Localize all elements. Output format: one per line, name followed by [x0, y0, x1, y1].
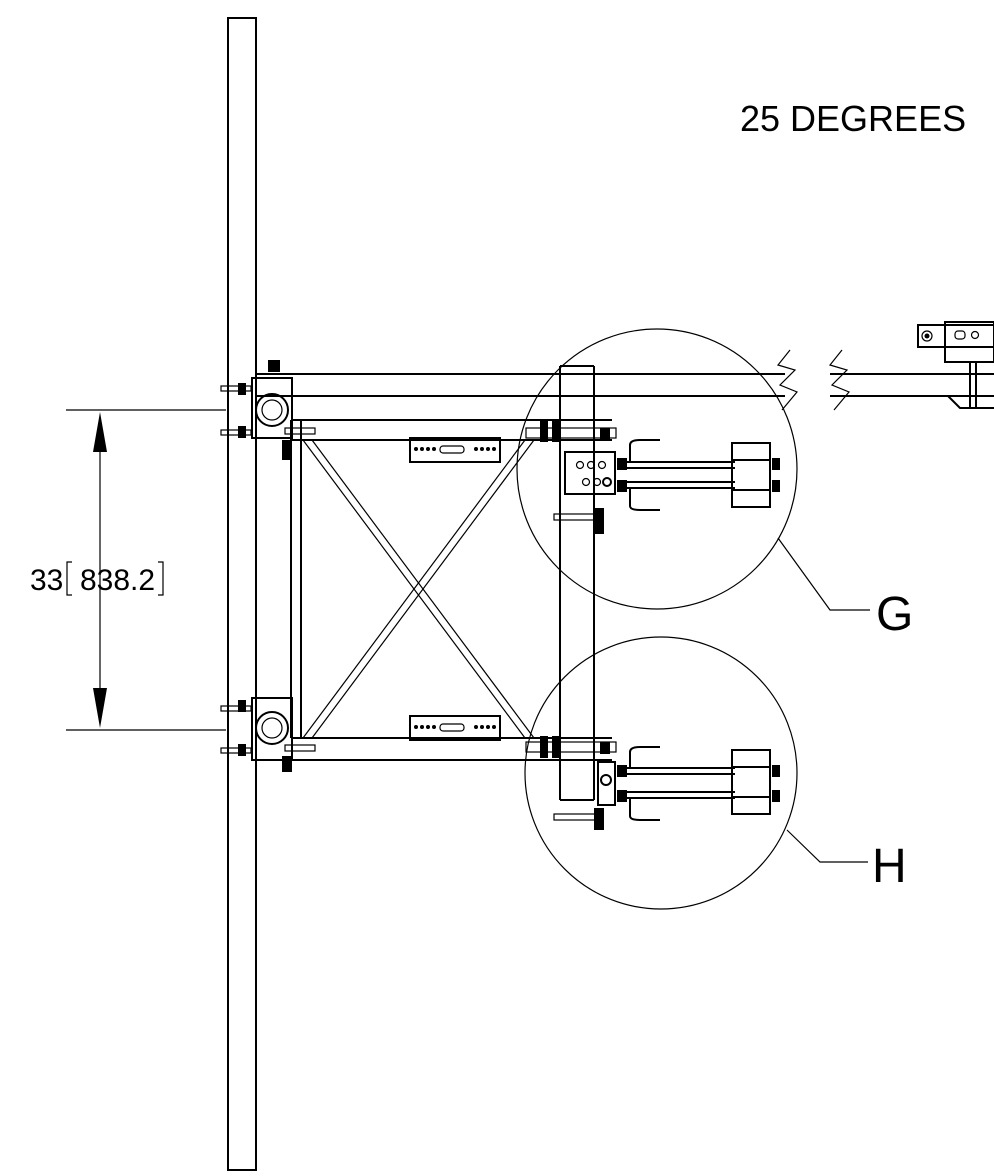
- detail-g-circle: [516, 328, 870, 611]
- detail-h-circle: [524, 636, 868, 910]
- lower-slotted-plate: [409, 715, 501, 741]
- angle-note: 25 DEGREES: [740, 98, 966, 139]
- upper-rail: [256, 349, 994, 411]
- detail-g-label: G: [876, 588, 913, 641]
- rail-clamp-right: [917, 321, 994, 409]
- upper-slotted-plate: [409, 437, 501, 463]
- frame: [290, 365, 612, 801]
- upper-mast-clamp: [220, 360, 316, 460]
- dimension-value: 33: [30, 564, 63, 597]
- dimension-metric: 838.2: [80, 564, 155, 597]
- lower-mast-clamp: [220, 697, 316, 772]
- dimension-label: 33 838.2: [30, 561, 164, 597]
- lower-standoff-hardware: [525, 736, 780, 830]
- detail-h-label: H: [872, 840, 907, 893]
- mast-pipe: [227, 17, 257, 1171]
- dimension-line: [66, 409, 226, 731]
- upper-standoff-hardware: [525, 420, 780, 534]
